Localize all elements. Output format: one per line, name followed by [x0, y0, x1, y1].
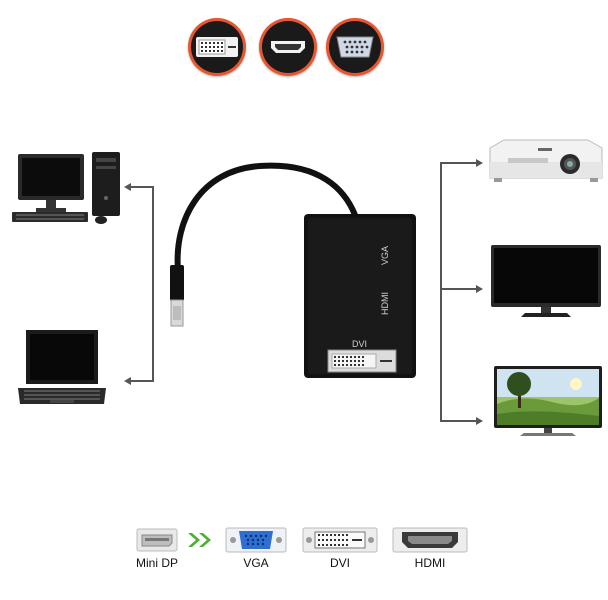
adapter-dvi-label: DVI — [352, 339, 367, 349]
dvi-port-icon — [196, 37, 238, 57]
desktop-computer-icon — [12, 152, 120, 224]
hdmi-port-icon — [271, 41, 305, 53]
adapter-vga-label: VGA — [380, 246, 390, 265]
projector-connector-line — [440, 162, 476, 164]
arrow-to-projector-icon — [476, 159, 483, 167]
legend-label-hdmi: HDMI — [414, 556, 446, 570]
desktop-connector-line — [130, 186, 154, 188]
hdmi-port-badge — [259, 18, 317, 76]
mini-dp-connector-icon — [136, 528, 178, 552]
left-bracket-line — [152, 186, 154, 380]
vga-connector-icon — [225, 527, 287, 553]
legend-label-dvi: DVI — [329, 556, 350, 570]
arrow-to-desktop-icon — [124, 183, 131, 191]
projector-icon — [489, 139, 603, 182]
legend-label-vga: VGA — [243, 556, 269, 570]
tv-connector-line — [440, 420, 476, 422]
monitor-icon — [491, 245, 601, 317]
monitor-connector-line — [440, 288, 476, 290]
tv-icon — [494, 366, 602, 436]
arrow-to-laptop-icon — [124, 377, 131, 385]
hdmi-connector-icon — [392, 527, 468, 553]
dvi-port-badge — [188, 18, 246, 76]
vga-port-icon — [336, 36, 374, 58]
arrow-to-monitor-icon — [476, 285, 483, 293]
double-chevron-right-icon — [188, 533, 211, 547]
arrow-to-tv-icon — [476, 417, 483, 425]
adapter-illustration: VGA HDMI DVI — [170, 162, 416, 378]
right-bracket-line — [440, 162, 442, 422]
adapter-hdmi-label: HDMI — [380, 292, 390, 315]
laptop-connector-line — [130, 380, 154, 382]
vga-port-badge — [326, 18, 384, 76]
laptop-icon — [18, 330, 106, 404]
legend-label-mini-dp: Mini DP — [135, 556, 178, 570]
dvi-connector-icon — [302, 527, 378, 553]
